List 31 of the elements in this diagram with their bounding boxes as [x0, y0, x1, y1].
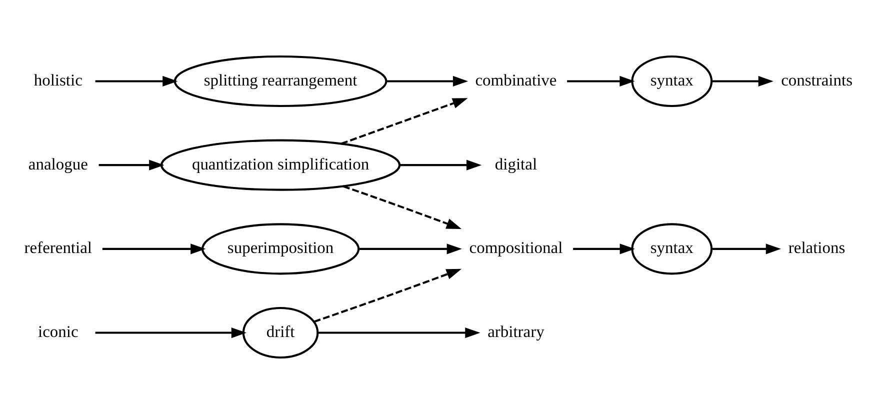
arrow: [102, 243, 206, 254]
node-ellipse: quantization simplification: [160, 138, 401, 190]
arrow: [95, 75, 178, 86]
arrow: [712, 75, 774, 86]
arrow: [567, 75, 635, 86]
node-text: compositional: [469, 238, 563, 257]
arrow: [98, 159, 164, 170]
node-ellipse: syntax: [631, 54, 713, 106]
arrow: [386, 75, 468, 86]
node-ellipse: splitting rearrangement: [174, 54, 388, 106]
node-text: constraints: [781, 70, 852, 89]
arrow: [342, 184, 462, 228]
arrow: [400, 159, 482, 170]
arrow: [358, 243, 462, 254]
arrow: [314, 268, 462, 322]
node-text: digital: [494, 154, 538, 173]
arrow: [573, 243, 635, 254]
node-text: iconic: [38, 322, 78, 341]
node-ellipse: superimposition: [201, 222, 360, 274]
arrow: [318, 326, 480, 338]
arrow: [340, 98, 468, 144]
node-text: referential: [24, 238, 92, 257]
node-ellipse: drift: [242, 306, 319, 358]
node-text: analogue: [28, 154, 88, 173]
node-text: combinative: [475, 70, 557, 89]
node-ellipse: syntax: [631, 222, 713, 274]
node-text: relations: [788, 238, 846, 257]
node-text: holistic: [34, 70, 82, 89]
node-text: arbitrary: [488, 322, 544, 341]
arrow: [712, 243, 782, 254]
arrow: [95, 326, 247, 338]
